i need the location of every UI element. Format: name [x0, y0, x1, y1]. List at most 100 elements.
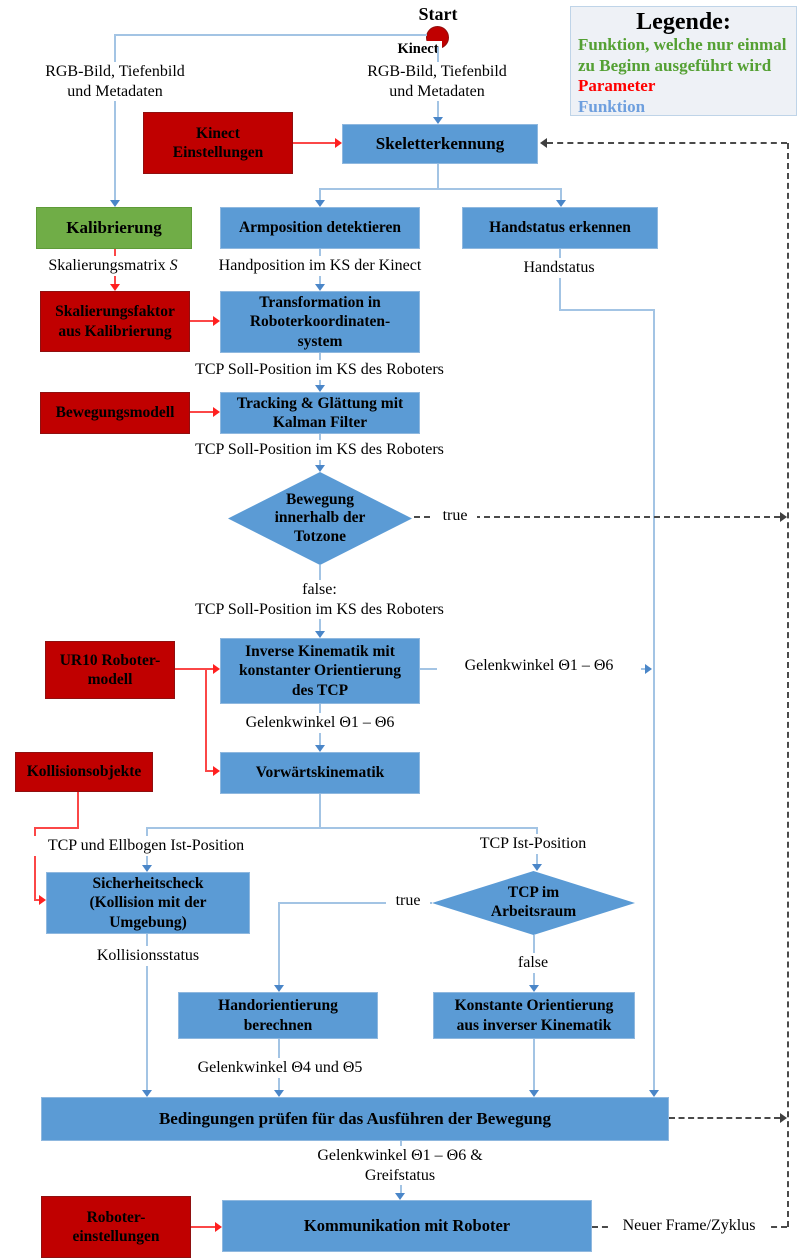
arrow-into-handstatusbox	[556, 200, 566, 207]
legend-entry-once: Funktion, welche nur einmal zu Beginn au…	[578, 35, 787, 75]
arrow-into-kommunikation	[395, 1193, 405, 1200]
node-handstatus-erkennen: Handstatus erkennen	[462, 207, 658, 249]
node-bewegungsmodell: Bewegungsmodell	[40, 392, 190, 434]
arrow-bar-3	[529, 1090, 539, 1097]
edge-skelett-down	[437, 164, 439, 188]
label-gelenkwinkel-right: Gelenkwinkel Θ1 – Θ6	[437, 656, 641, 676]
edge-handstatus-main-vertical	[653, 309, 655, 1090]
node-kinect-einstellungen: Kinect Einstellungen	[143, 112, 293, 174]
edge-to-armposition	[319, 188, 321, 200]
edge-robotereinst-to-kommunikation	[191, 1226, 215, 1228]
edge-totzone-true	[414, 516, 780, 518]
node-sicherheitscheck: Sicherheitscheck (Kollision mit der Umge…	[46, 872, 250, 934]
arrow-into-skalierungsfaktor	[110, 284, 120, 291]
arrow-into-armposition	[315, 200, 325, 207]
edge-loop-to-skelett	[547, 142, 787, 144]
node-robotereinstellungen: Roboter- einstellungen	[41, 1196, 191, 1258]
arrow-robotereinst	[215, 1222, 222, 1232]
arrow-into-arbeitsraum	[532, 864, 542, 871]
arrow-bewegungsmodell	[213, 407, 220, 417]
node-kommunikation: Kommunikation mit Roboter	[222, 1200, 592, 1252]
node-ur10-modell: UR10 Roboter- modell	[45, 641, 175, 699]
node-kollisionsobjekte: Kollisionsobjekte	[15, 752, 153, 792]
arrow-kinecteinst	[335, 138, 342, 148]
edge-vorwaerts-split	[146, 827, 537, 829]
arrow-into-tracking	[315, 385, 325, 392]
start-label: Start	[418, 4, 458, 24]
edge-kollision-down2	[34, 827, 36, 900]
label-true-totzone: true	[433, 506, 477, 526]
edge-kinecteinst-to-skelett	[293, 142, 335, 144]
edge-true-to-handorientierung	[278, 902, 280, 985]
node-transformation: Transformation in Roboterkoordinaten- sy…	[220, 291, 420, 353]
legend-entry-function: Funktion	[578, 96, 646, 116]
arrow-bar-4	[649, 1090, 659, 1097]
edge-bar-loop	[669, 1117, 780, 1119]
node-handorientierung: Handorientierung berechnen	[178, 992, 378, 1039]
arrow-into-inverse	[315, 631, 325, 638]
arrow-into-kalibrierung	[110, 200, 120, 207]
edge-skalfaktor-to-transformation	[190, 320, 213, 322]
label-false-totzone: false: TCP Soll-Position im KS des Robot…	[172, 580, 467, 620]
label-false-arbeitsraum: false	[483, 953, 583, 973]
label-kollisionsstatus: Kollisionsstatus	[46, 946, 250, 966]
legend-entry-parameter: Parameter	[578, 76, 656, 96]
arrow-into-transformation	[315, 284, 325, 291]
arrow-gelenkwinkel-merge	[645, 664, 652, 674]
node-inverse-kinematik: Inverse Kinematik mit konstanter Orienti…	[220, 638, 420, 704]
edge-kollisionsstatus-down	[146, 934, 148, 1090]
edge-kollision-left	[34, 827, 79, 829]
edge-handstatus-down	[559, 249, 561, 309]
arrow-into-konstante	[529, 985, 539, 992]
arrow-into-handorientierung	[274, 985, 284, 992]
label-handstatus: Handstatus	[489, 258, 629, 278]
edge-kollision-down1	[77, 792, 79, 827]
arrow-loop-into-skelett	[540, 138, 547, 148]
node-kalibrierung: Kalibrierung	[36, 207, 192, 249]
node-bedingungen-pruefen: Bedingungen prüfen für das Ausführen der…	[41, 1097, 669, 1141]
arrow-into-vorwaerts	[315, 745, 325, 752]
node-skalierungsfaktor: Skalierungsfaktor aus Kalibrierung	[40, 291, 190, 352]
label-handposition: Handposition im KS der Kinect	[198, 256, 442, 276]
node-tracking: Tracking & Glättung mit Kalman Filter	[220, 392, 420, 434]
label-true-arbeitsraum: true	[386, 891, 430, 911]
label-tcp-soll-2: TCP Soll-Position im KS des Roboters	[172, 440, 467, 460]
arrow-ur10-vorwaerts	[213, 766, 220, 776]
arrow-bar-into-loop	[780, 1113, 787, 1123]
edge-bewegungsmodell-to-tracking	[190, 411, 213, 413]
node-konstante-orientierung: Konstante Orientierung aus inverser Kine…	[433, 992, 635, 1039]
arrow-skalfaktor	[213, 316, 220, 326]
node-totzone-decision: Bewegung innerhalb der Totzone	[228, 472, 412, 565]
edge-ur10-branch-down	[205, 668, 207, 771]
node-vorwaertskinematik: Vorwärtskinematik	[220, 752, 420, 794]
edge-to-handstatusbox	[560, 188, 562, 200]
legend-title: Legende:	[636, 9, 731, 35]
label-tcp-ellbogen: TCP und Ellbogen Ist-Position	[18, 836, 274, 856]
arrow-bar-2	[274, 1090, 284, 1097]
kinect-source-label: Kinect	[394, 41, 442, 58]
arrow-true-into-loop	[780, 512, 787, 522]
arrow-bar-1	[142, 1090, 152, 1097]
arrow-into-skelett	[433, 117, 443, 124]
label-gelenkwinkel-greifstatus: Gelenkwinkel Θ1 – Θ6 & Greifstatus	[288, 1146, 512, 1186]
arrow-into-sicherheitscheck	[142, 865, 152, 872]
label-neuer-frame: Neuer Frame/Zyklus	[608, 1216, 770, 1236]
edge-kollision-to-sicherheit	[34, 899, 39, 901]
node-arbeitsraum-decision: TCP im Arbeitsraum	[432, 871, 635, 935]
edge-to-kalibrierung	[114, 34, 116, 200]
edge-loop-vertical	[787, 143, 789, 1227]
node-skeletterkennung: Skeletterkennung	[342, 124, 538, 164]
edge-konstante-to-bar	[533, 1039, 535, 1090]
edge-arbeitsraum-true-left	[278, 902, 432, 904]
arrow-ur10-inverse	[213, 664, 220, 674]
edge-vorwaerts-down	[319, 794, 321, 827]
edge-start-left	[114, 34, 427, 36]
label-gelenkwinkel-mid: Gelenkwinkel Θ1 – Θ6	[218, 713, 422, 733]
label-rgb-left: RGB-Bild, Tiefenbild und Metadaten	[15, 62, 215, 102]
edge-split-arm-hand	[319, 188, 561, 190]
legend-panel: Legende: Funktion, welche nur einmal zu …	[570, 6, 797, 116]
arrow-into-totzone	[315, 465, 325, 472]
label-tcp-soll-1: TCP Soll-Position im KS des Roboters	[172, 360, 467, 380]
label-gelenkwinkel-4-5: Gelenkwinkel Θ4 und Θ5	[168, 1058, 392, 1078]
